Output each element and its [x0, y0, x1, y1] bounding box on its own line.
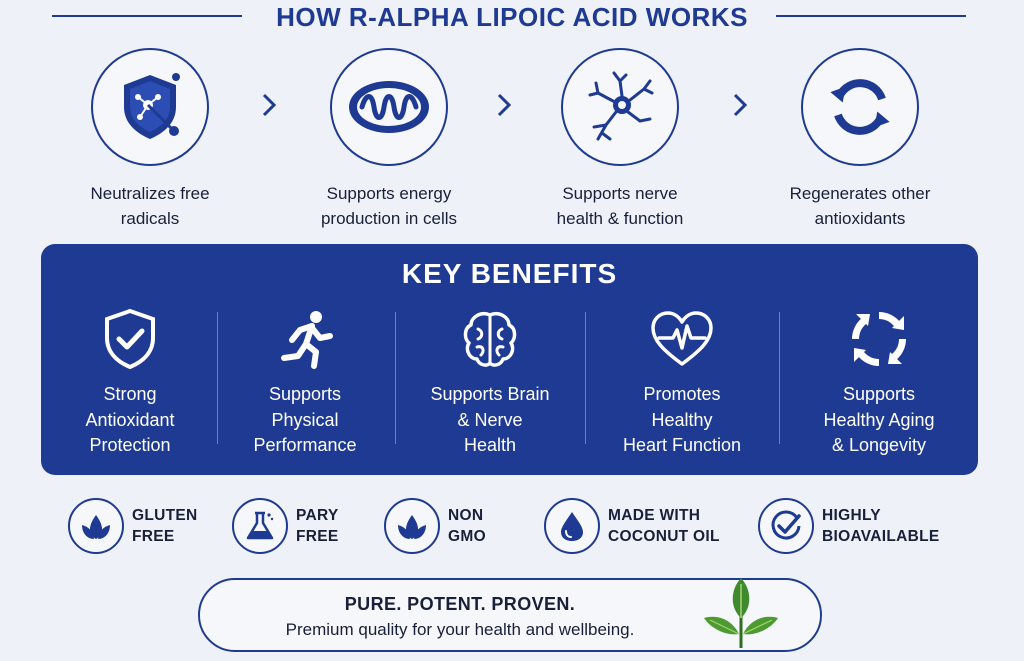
benefit-brain-nerve: Supports Brain & Nerve Health [411, 306, 569, 456]
product-badges: GLUTEN FREE PARY FREE [0, 498, 1024, 560]
benefit-physical-performance: Supports Physical Performance [229, 306, 381, 456]
step-label: Neutralizes free radicals [90, 184, 210, 228]
benefit-antioxidant: Strong Antioxidant Protection [61, 306, 199, 456]
shield-molecule-icon [124, 73, 180, 139]
badge-coconut-oil: MADE WITH COCONUT OIL [544, 498, 720, 554]
circular-arrows-icon [852, 312, 906, 366]
step-label: Supports energy production in cells [320, 184, 458, 228]
mitochondria-icon [349, 81, 429, 133]
step-neutralizes-radicals: Neutralizes free radicals [40, 48, 260, 231]
benefit-healthy-aging: Supports Healthy Aging & Longevity [793, 306, 965, 456]
leaf-icon [82, 515, 110, 539]
step-icon-circle [561, 48, 679, 166]
badge-non-gmo: NON GMO [384, 498, 486, 554]
runner-icon [281, 311, 333, 369]
header-rule-right [776, 15, 966, 17]
chevron-right-icon [494, 90, 514, 120]
key-benefits-panel: KEY BENEFITS Strong Antioxidant Protecti… [41, 244, 978, 475]
step-energy-production: Supports energy production in cells [279, 48, 499, 231]
step-icon-circle [91, 48, 209, 166]
benefit-divider [779, 312, 780, 444]
heartbeat-icon [651, 311, 713, 366]
green-leaves-icon [704, 578, 778, 648]
cycle-arrows-icon [830, 79, 890, 135]
benefit-divider [395, 312, 396, 444]
tagline-banner: PURE. POTENT. PROVEN. Premium quality fo… [198, 578, 822, 652]
badge-pary-free: PARY FREE [232, 498, 339, 554]
badge-gluten-free: GLUTEN FREE [68, 498, 198, 554]
page-title: HOW R-ALPHA LIPOIC ACID WORKS [276, 2, 748, 32]
step-icon-circle [330, 48, 448, 166]
benefit-divider [585, 312, 586, 444]
header-rule-left [52, 15, 242, 17]
benefit-divider [217, 312, 218, 444]
chevron-right-icon [259, 90, 279, 120]
header: HOW R-ALPHA LIPOIC ACID WORKS [0, 0, 1024, 36]
step-icon-circle [801, 48, 919, 166]
check-circle-icon [771, 510, 801, 540]
step-label: Regenerates other antioxidants [789, 184, 931, 228]
benefit-heart-function: Promotes Healthy Heart Function [601, 306, 763, 456]
drop-icon [561, 512, 583, 541]
tagline-title: PURE. POTENT. PROVEN. [344, 594, 576, 614]
step-nerve-health: Supports nerve health & function [510, 48, 730, 231]
leaf-icon [398, 515, 426, 539]
key-benefits-title: KEY BENEFITS [401, 258, 618, 289]
how-it-works-steps: Neutralizes free radicals Supports energ… [0, 48, 1024, 233]
tagline-subtitle: Premium quality for your health and well… [285, 620, 635, 639]
shield-check-icon [105, 308, 155, 370]
brain-icon [463, 312, 517, 367]
step-regenerates-antioxidants: Regenerates other antioxidants [750, 48, 970, 231]
neuron-icon [588, 71, 654, 141]
badge-bioavailable: HIGHLY BIOAVAILABLE [758, 498, 940, 554]
chevron-right-icon [730, 90, 750, 120]
step-label: Supports nerve health & function [556, 184, 684, 228]
flask-icon [246, 511, 274, 540]
